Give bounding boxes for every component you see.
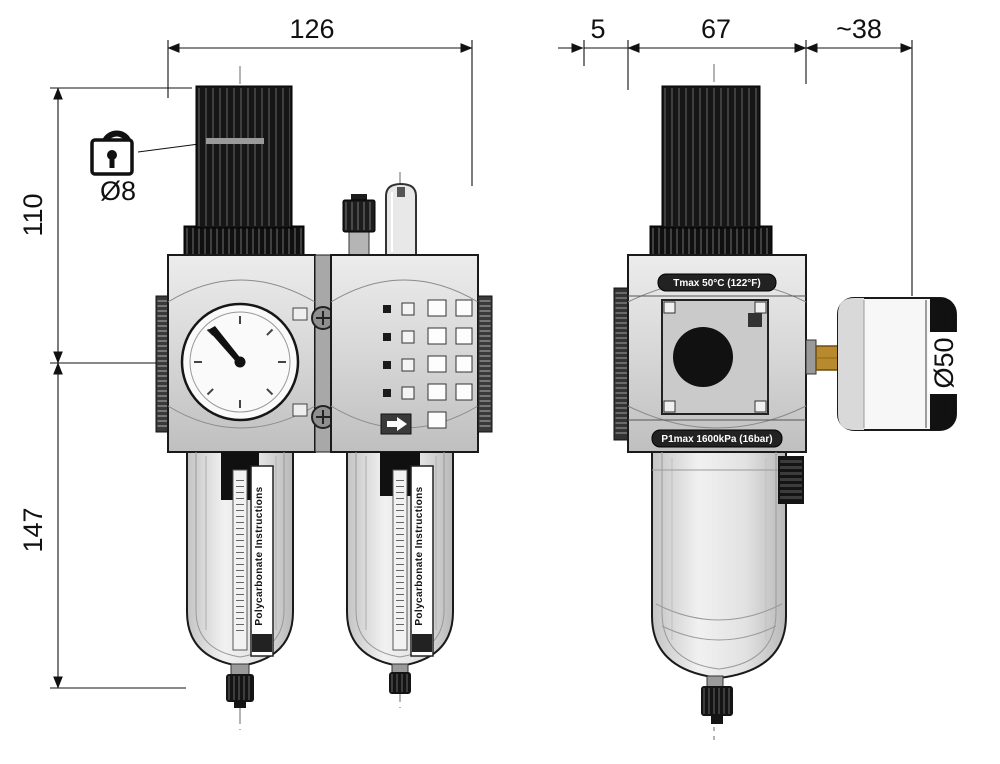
label-logo [412, 634, 432, 652]
vent-holes [383, 299, 473, 429]
gauge-needle [208, 326, 242, 364]
dim-147-label: 147 [18, 507, 48, 552]
dim-flange-offset: 5 [558, 14, 629, 90]
dim-lower-height: 147 [18, 362, 186, 689]
side-view: 5 67 ~38 [558, 14, 960, 740]
pressure-gauge-side: Ø50 [805, 297, 960, 431]
dim-upper-height: 110 [18, 87, 192, 364]
lubricator-body [330, 182, 493, 453]
pmax-text: P1max 1600kPa (16bar) [661, 434, 772, 445]
drain-valve [226, 663, 254, 708]
dim-d50-label: Ø50 [929, 337, 959, 388]
pmax-label-plate: P1max 1600kPa (16bar) [651, 429, 783, 448]
regulator-knob-side [649, 85, 773, 257]
mount-bore [673, 327, 733, 387]
lubricator-bowl: Polycarbonate Instructions [346, 451, 454, 694]
dim-110-label: 110 [18, 193, 48, 236]
bowl-label-strip [250, 465, 274, 657]
bowl-label-strip [410, 465, 434, 657]
filter-bowl-side [651, 451, 804, 724]
knob-annotation: Ø8 [90, 130, 223, 206]
mounting-bracket [661, 299, 769, 415]
bowl-clip [778, 456, 804, 504]
flow-arrow-icon [380, 413, 412, 435]
regulator-body-side: Tmax 50°C (122°F) P1max 1600kPa (16bar) [613, 254, 807, 453]
filter-bowl: Polycarbonate Instructions [186, 451, 294, 708]
bowl-label-left: Polycarbonate Instructions [254, 486, 265, 625]
front-view: 126 110 147 Ø8 [18, 14, 493, 730]
regulator-knob [183, 85, 305, 257]
bowl-label-right: Polycarbonate Instructions [414, 486, 425, 625]
dim-overall-width: 126 [167, 14, 473, 186]
dim-126-label: 126 [289, 14, 334, 44]
dim-5-label: 5 [590, 14, 605, 44]
dim-gauge-diameter: Ø50 [928, 297, 960, 429]
drain-valve [389, 663, 411, 694]
tmax-label-plate: Tmax 50°C (122°F) [657, 273, 777, 292]
drain-valve-side [701, 675, 733, 724]
dim-body-width: 67 [627, 14, 807, 84]
pressure-gauge [180, 302, 300, 422]
sight-dome [385, 182, 417, 257]
dim-gauge-offset: ~38 [805, 14, 913, 296]
dim-d8-label: Ø8 [100, 176, 136, 206]
label-logo [252, 634, 272, 652]
open-lock-icon [90, 130, 134, 176]
dim-67-label: 67 [701, 14, 731, 44]
dim-38-label: ~38 [836, 14, 882, 44]
tmax-text: Tmax 50°C (122°F) [673, 278, 760, 289]
lock-slot [206, 138, 264, 144]
